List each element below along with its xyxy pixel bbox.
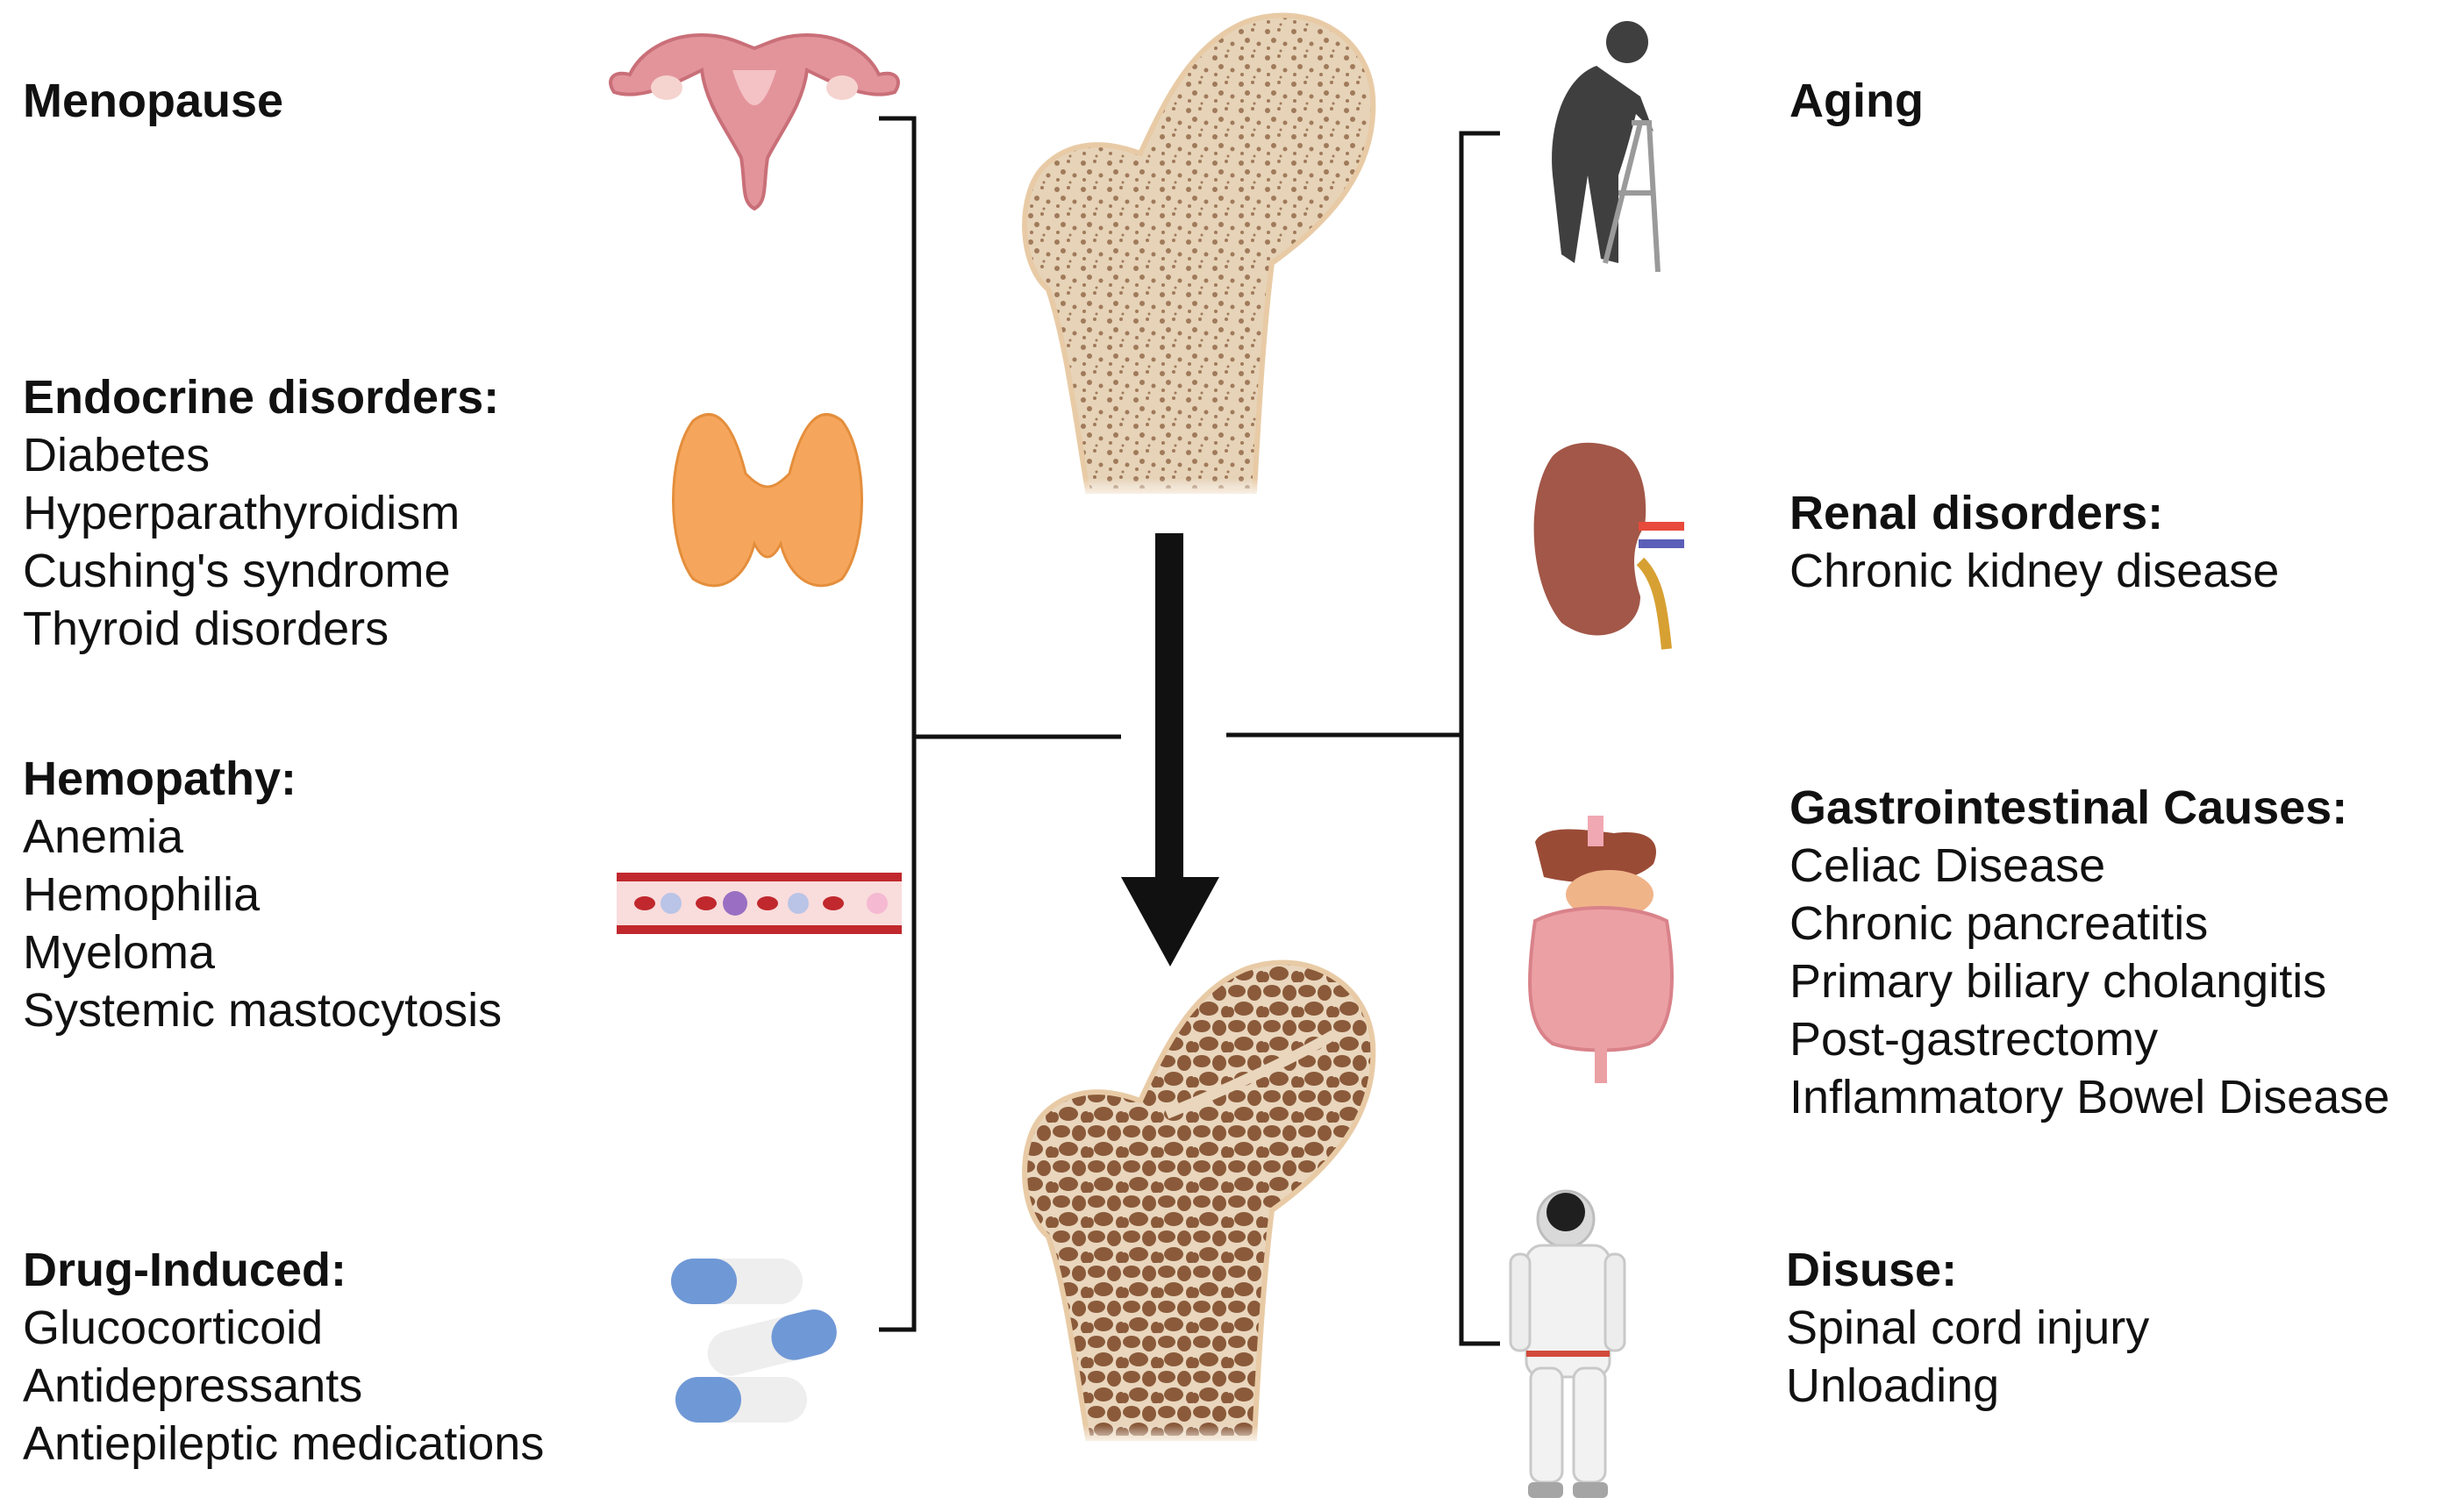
cause-item: Antiepileptic medications [23,1417,545,1470]
elderly-walker-icon [1552,21,1661,273]
cause-menopause: Menopause [23,72,283,130]
cause-item: Antidepressants [23,1359,363,1412]
pills-icon [671,1259,837,1423]
cause-heading: Renal disorders: [1789,487,2164,539]
cause-item: Diabetes [23,429,211,481]
cause-gastrointestinal: Gastrointestinal Causes: Celiac Disease … [1789,779,2389,1126]
cause-drug-induced: Drug-Induced: Glucocorticoid Antidepress… [23,1241,544,1473]
cause-aging: Aging [1789,72,1924,130]
cause-heading: Menopause [23,75,284,127]
cause-item: Unloading [1786,1359,2000,1412]
cause-heading: Hemopathy: [23,752,297,805]
cause-disuse: Disuse: Spinal cord injury Unloading [1786,1241,2149,1415]
kidney-icon [1533,442,1684,650]
connector-lines [879,116,1500,1346]
cause-heading: Drug-Induced: [23,1244,346,1296]
cause-heading: Endocrine disorders: [23,371,500,424]
cause-heading: Aging [1789,75,1924,127]
cause-item: Spinal cord injury [1786,1302,2150,1354]
cause-item: Anemia [23,810,184,863]
digestive-tract-icon [1528,816,1674,1083]
cause-item: Inflammatory Bowel Disease [1789,1071,2390,1123]
cause-item: Post-gastrectomy [1789,1013,2159,1066]
cause-hemopathy: Hemopathy: Anemia Hemophilia Myeloma Sys… [23,750,502,1039]
thyroid-icon [672,413,863,588]
cause-item: Celiac Disease [1789,839,2106,892]
cause-item: Cushing's syndrome [23,545,451,597]
blood-vessel-icon [617,873,902,934]
cause-heading: Disuse: [1786,1244,1958,1296]
osteoporotic-femur-icon [1022,959,1386,1447]
cause-item: Hyperparathyroidism [23,487,461,539]
cause-item: Chronic pancreatitis [1789,897,2209,950]
cause-item: Thyroid disorders [23,603,389,655]
cause-item: Glucocorticoid [23,1302,324,1354]
uterus-icon [609,32,900,211]
healthy-femur-icon [1022,12,1386,500]
cause-item: Systemic mastocytosis [23,984,503,1037]
cause-item: Primary biliary cholangitis [1789,955,2327,1008]
cause-endocrine-disorders: Endocrine disorders: Diabetes Hyperparat… [23,368,499,658]
cause-item: Myeloma [23,926,216,979]
down-arrow-icon [1121,533,1219,966]
cause-item: Hemophilia [23,868,261,921]
cause-item: Chronic kidney disease [1789,545,2280,597]
cause-renal-disorders: Renal disorders: Chronic kidney disease [1789,484,2279,600]
astronaut-icon [1509,1189,1626,1498]
cause-heading: Gastrointestinal Causes: [1789,781,2348,834]
